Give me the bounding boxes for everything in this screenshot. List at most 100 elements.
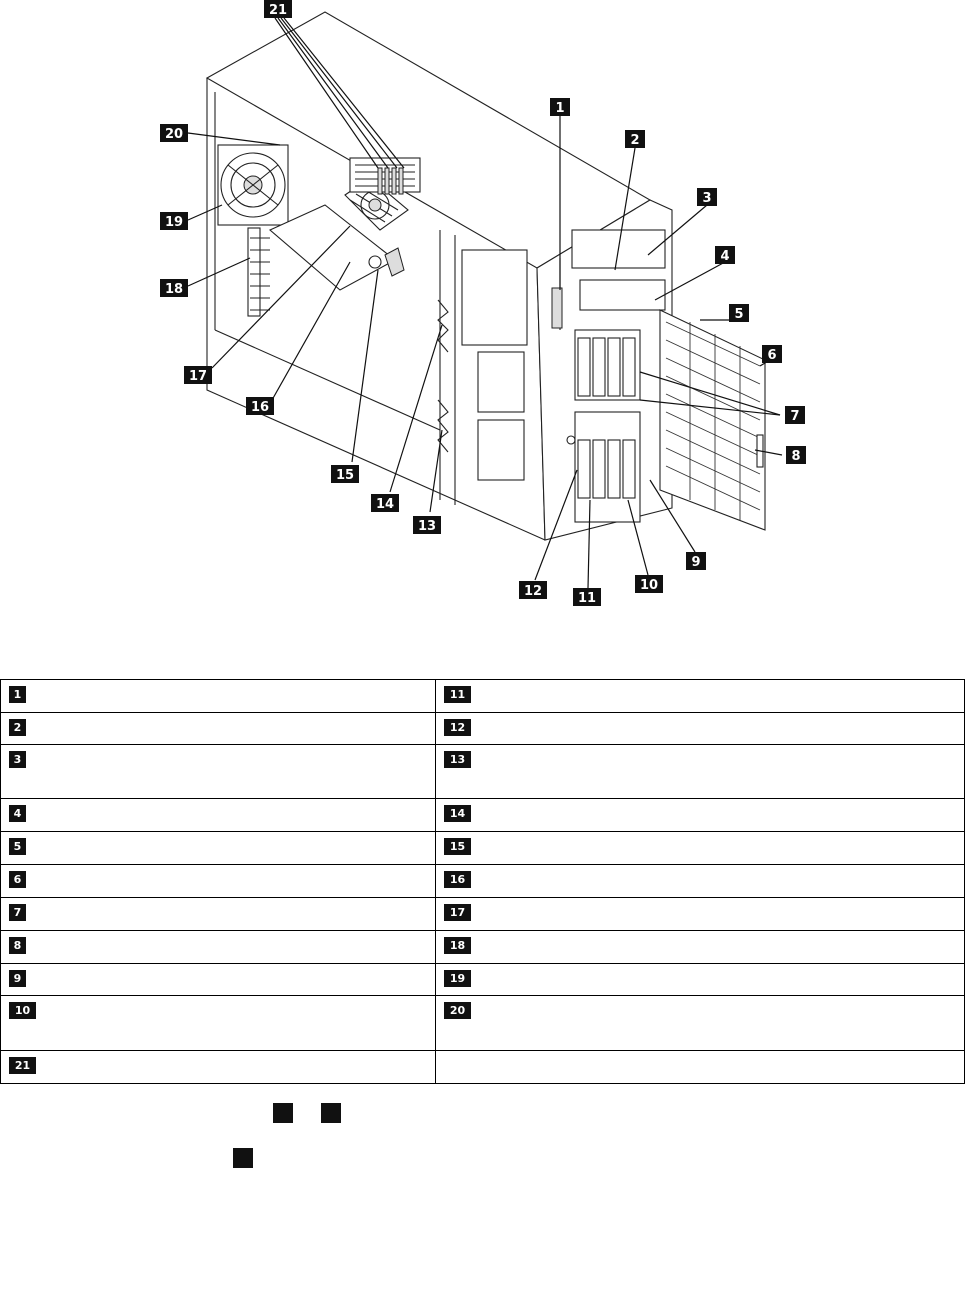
svg-text:10: 10 bbox=[640, 578, 658, 593]
svg-text:7: 7 bbox=[790, 409, 799, 424]
callout-6: 6 bbox=[762, 345, 782, 363]
legend-cell: 11 bbox=[435, 679, 965, 713]
callout-21: 21 bbox=[264, 0, 292, 18]
legend-cell: 14 bbox=[435, 798, 965, 832]
callout-4: 4 bbox=[715, 246, 735, 264]
legend-cell: 2 bbox=[0, 712, 436, 745]
system-board bbox=[268, 204, 405, 291]
callout-20: 20 bbox=[160, 124, 188, 142]
legend-badge: 21 bbox=[9, 1057, 36, 1074]
svg-text:15: 15 bbox=[336, 468, 354, 483]
legend-badge: 5 bbox=[9, 838, 26, 855]
legend-cell bbox=[435, 1050, 965, 1084]
svg-text:12: 12 bbox=[524, 584, 542, 599]
table-row: 1 11 bbox=[0, 679, 965, 713]
legend-badge: 8 bbox=[9, 937, 26, 954]
legend-badge: 15 bbox=[444, 838, 471, 855]
legend-cell: 18 bbox=[435, 930, 965, 964]
callout-18: 18 bbox=[160, 279, 188, 297]
svg-text:3: 3 bbox=[702, 191, 711, 206]
svg-text:8: 8 bbox=[791, 449, 800, 464]
callout-13: 13 bbox=[413, 516, 441, 534]
legend-cell: 7 bbox=[0, 897, 436, 931]
callout-15: 15 bbox=[331, 465, 359, 483]
callout-7: 7 bbox=[785, 406, 805, 424]
legend-cell: 3 bbox=[0, 744, 436, 799]
server-components-diagram: 1 2 3 4 5 6 7 8 9 10 11 12 13 14 15 16 1… bbox=[160, 0, 806, 606]
rear-fan bbox=[217, 144, 289, 226]
legend-cell: 8 bbox=[0, 930, 436, 964]
note-badge bbox=[233, 1148, 253, 1168]
svg-text:5: 5 bbox=[734, 307, 743, 322]
svg-text:4: 4 bbox=[720, 249, 729, 264]
legend-cell: 19 bbox=[435, 963, 965, 996]
callout-16: 16 bbox=[246, 397, 274, 415]
note-badge bbox=[321, 1103, 341, 1123]
svg-text:20: 20 bbox=[165, 127, 183, 142]
legend-badge: 14 bbox=[444, 805, 471, 822]
callout-5: 5 bbox=[729, 304, 749, 322]
legend-badge: 1 bbox=[9, 686, 26, 703]
legend-badge: 20 bbox=[444, 1002, 471, 1019]
table-row: 6 16 bbox=[0, 864, 965, 898]
table-row: 8 18 bbox=[0, 930, 965, 964]
table-row: 9 19 bbox=[0, 963, 965, 996]
table-row: 4 14 bbox=[0, 798, 965, 832]
svg-text:14: 14 bbox=[376, 497, 394, 512]
leader-lines bbox=[187, 17, 783, 589]
legend-cell: 6 bbox=[0, 864, 436, 898]
legend-cell: 21 bbox=[0, 1050, 436, 1084]
callout-2: 2 bbox=[625, 130, 645, 148]
legend-badge: 19 bbox=[444, 970, 471, 987]
table-row: 2 12 bbox=[0, 712, 965, 745]
svg-text:17: 17 bbox=[189, 369, 207, 384]
legend-badge: 11 bbox=[444, 686, 471, 703]
legend-cell: 9 bbox=[0, 963, 436, 996]
legend-badge: 6 bbox=[9, 871, 26, 888]
legend-badge: 10 bbox=[9, 1002, 36, 1019]
legend-cell: 4 bbox=[0, 798, 436, 832]
front-door bbox=[659, 309, 766, 531]
table-row: 5 15 bbox=[0, 831, 965, 865]
table-row: 7 17 bbox=[0, 897, 965, 931]
svg-text:1: 1 bbox=[555, 101, 564, 116]
legend-cell: 17 bbox=[435, 897, 965, 931]
legend-badge: 4 bbox=[9, 805, 26, 822]
callout-3: 3 bbox=[697, 188, 717, 206]
svg-text:11: 11 bbox=[578, 591, 596, 606]
legend-badge: 12 bbox=[444, 719, 471, 736]
legend-cell: 12 bbox=[435, 712, 965, 745]
memory-modules bbox=[377, 167, 404, 195]
legend-cell: 1 bbox=[0, 679, 436, 713]
legend-cell: 16 bbox=[435, 864, 965, 898]
table-row: 10 20 bbox=[0, 995, 965, 1051]
legend-badge: 17 bbox=[444, 904, 471, 921]
legend-cell: 10 bbox=[0, 995, 436, 1051]
callout-14: 14 bbox=[371, 494, 399, 512]
legend-badge: 3 bbox=[9, 751, 26, 768]
callout-19: 19 bbox=[160, 212, 188, 230]
legend-badge: 9 bbox=[9, 970, 26, 987]
legend-badge: 16 bbox=[444, 871, 471, 888]
expansion-slots bbox=[247, 227, 270, 317]
hot-swap-drive-bays bbox=[566, 329, 641, 523]
legend-cell: 15 bbox=[435, 831, 965, 865]
svg-text:9: 9 bbox=[691, 555, 700, 570]
svg-text:13: 13 bbox=[418, 519, 436, 534]
svg-text:16: 16 bbox=[251, 400, 269, 415]
legend-cell: 5 bbox=[0, 831, 436, 865]
callout-1: 1 bbox=[550, 98, 570, 116]
callout-17: 17 bbox=[184, 366, 212, 384]
callout-10: 10 bbox=[635, 575, 663, 593]
svg-text:19: 19 bbox=[165, 215, 183, 230]
callout-8: 8 bbox=[786, 446, 806, 464]
legend-badge: 7 bbox=[9, 904, 26, 921]
table-row: 3 13 bbox=[0, 744, 965, 799]
legend-badge: 18 bbox=[444, 937, 471, 954]
legend-badge: 13 bbox=[444, 751, 471, 768]
callout-12: 12 bbox=[519, 581, 547, 599]
legend-cell: 13 bbox=[435, 744, 965, 799]
svg-text:18: 18 bbox=[165, 282, 183, 297]
note-badge bbox=[273, 1103, 293, 1123]
svg-text:21: 21 bbox=[269, 3, 287, 18]
